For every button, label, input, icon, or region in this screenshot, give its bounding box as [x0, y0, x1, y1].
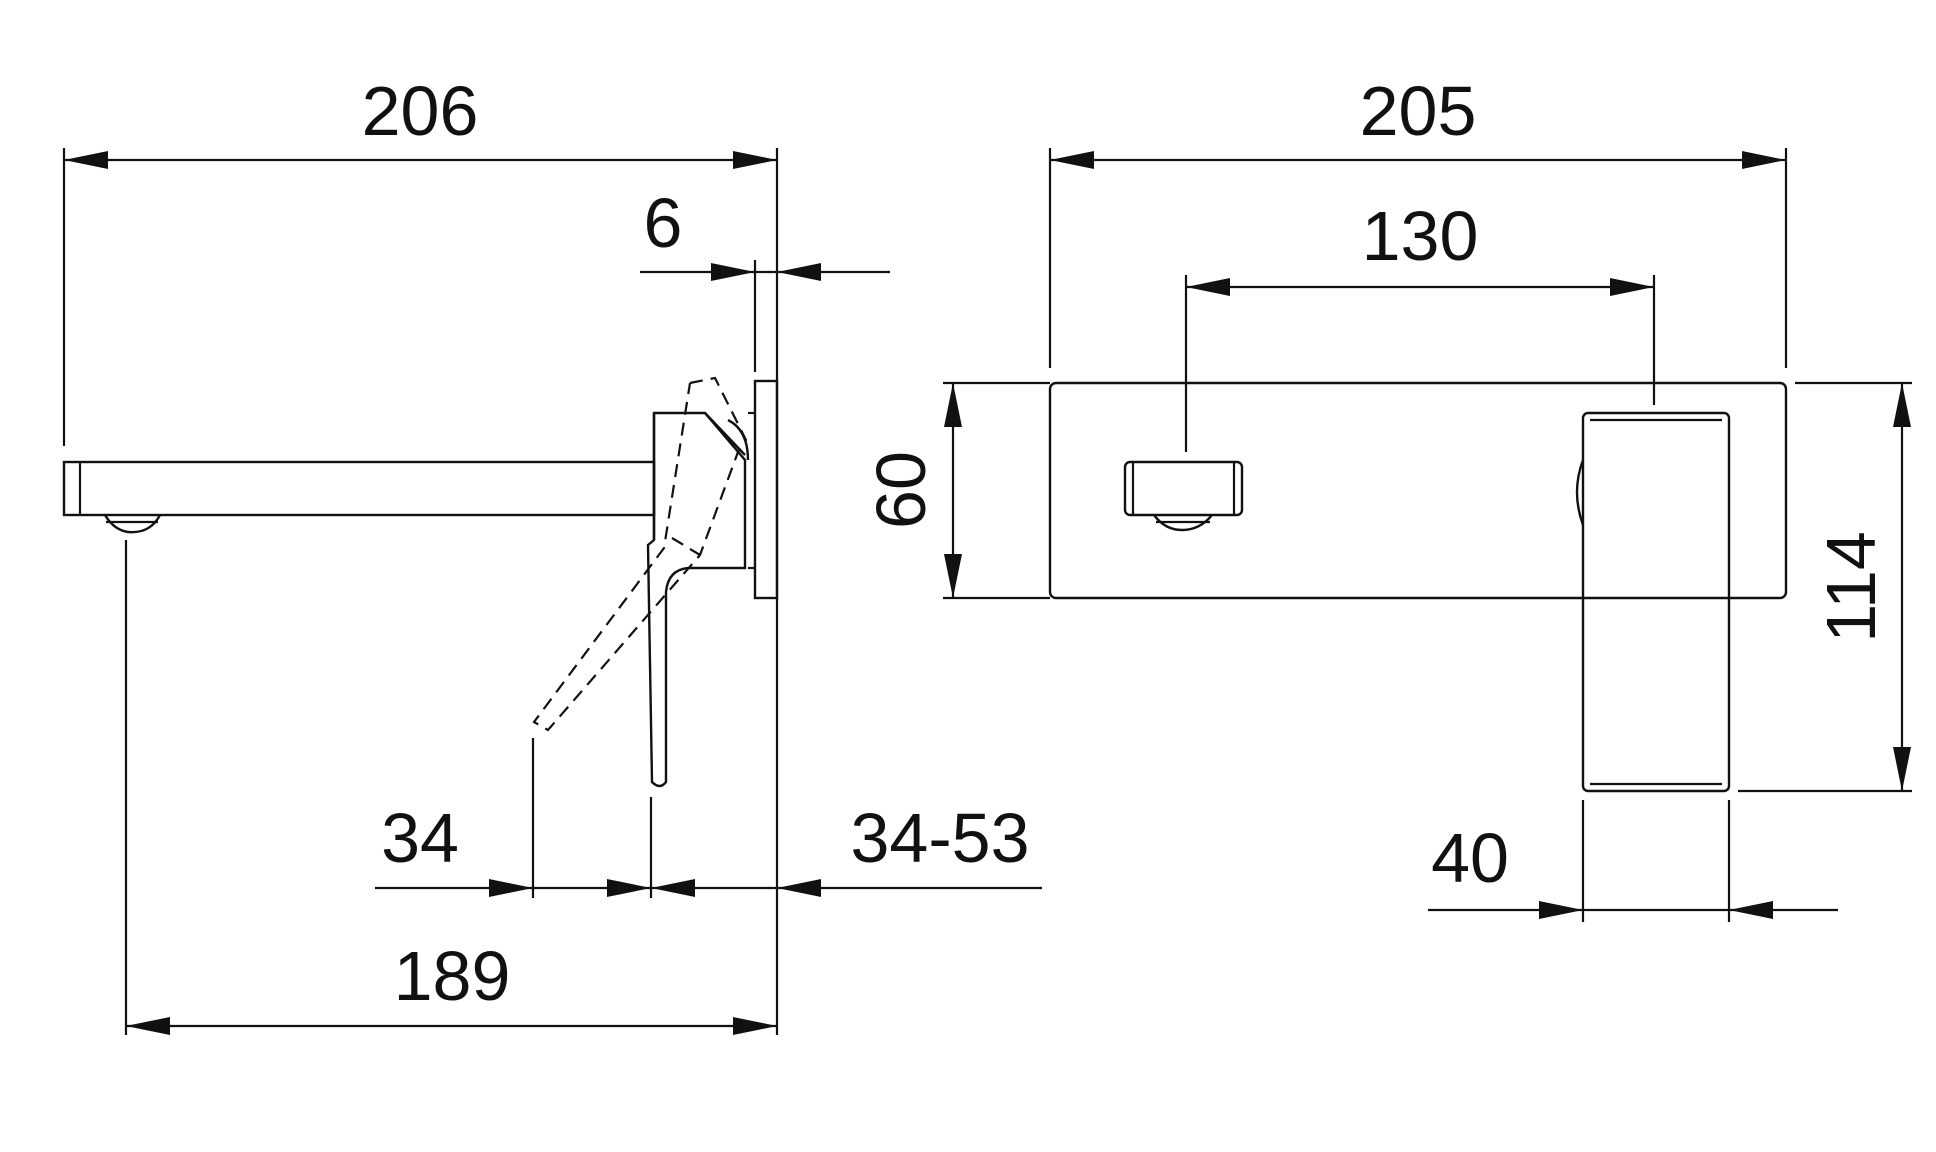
dim-205: 205: [1360, 72, 1477, 150]
dim-114: 114: [1812, 531, 1890, 643]
side-lever-alt-position: [532, 376, 748, 732]
dim-130: 130: [1362, 197, 1479, 275]
side-dimension-texts: 206 6 34 34-53 189: [362, 72, 1030, 1015]
side-view: 206 6 34 34-53 189: [62, 72, 1042, 1035]
front-arrowheads: [944, 151, 1911, 919]
dim-189: 189: [394, 937, 511, 1015]
front-view: 205 130 60 114 40: [862, 72, 1912, 922]
dim-34-53: 34-53: [850, 799, 1029, 877]
front-dimension-lines: [943, 148, 1912, 922]
side-mixer-body: [646, 411, 750, 788]
side-wall-plate: [748, 379, 779, 600]
front-lever-handle: [1575, 411, 1731, 793]
side-spout: [62, 460, 656, 534]
dim-40: 40: [1431, 819, 1509, 897]
front-dimension-texts: 205 130 60 114 40: [862, 72, 1890, 897]
side-dimension-lines: [62, 148, 1042, 1035]
side-arrowheads: [64, 151, 821, 1035]
dim-206: 206: [362, 72, 479, 150]
front-plate: [1048, 381, 1788, 600]
dim-6: 6: [644, 184, 683, 262]
dim-34: 34: [381, 799, 459, 877]
dim-60: 60: [862, 451, 940, 529]
front-spout-outlet: [1123, 460, 1244, 532]
